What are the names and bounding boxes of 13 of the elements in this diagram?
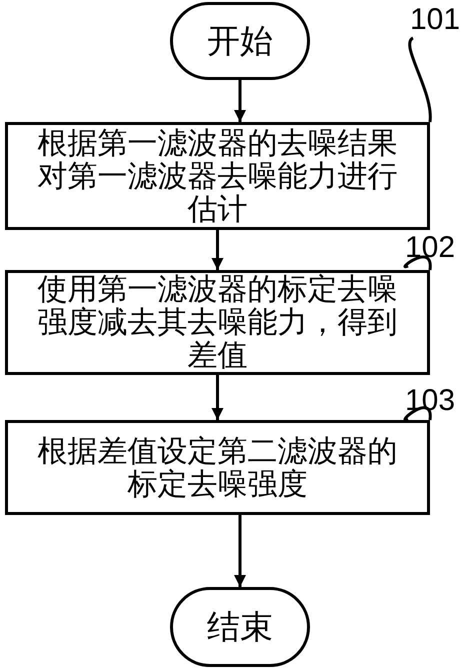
arrow <box>212 375 224 420</box>
step-number: 102 <box>400 230 460 266</box>
arrow <box>234 515 246 587</box>
arrow <box>212 230 224 270</box>
process-box: 使用第一滤波器的标定去噪强度减去其去噪能力，得到差值 <box>5 270 430 375</box>
arrow <box>234 80 246 122</box>
step-number: 101 <box>405 2 465 38</box>
process-box: 根据第一滤波器的去噪结果对第一滤波器去噪能力进行估计 <box>5 122 430 230</box>
terminal-box: 开始 <box>170 2 310 80</box>
terminal-box: 结束 <box>170 587 310 667</box>
leader-line <box>404 256 432 270</box>
leader-line <box>404 406 432 421</box>
process-box: 根据差值设定第二滤波器的标定去噪强度 <box>5 420 430 515</box>
